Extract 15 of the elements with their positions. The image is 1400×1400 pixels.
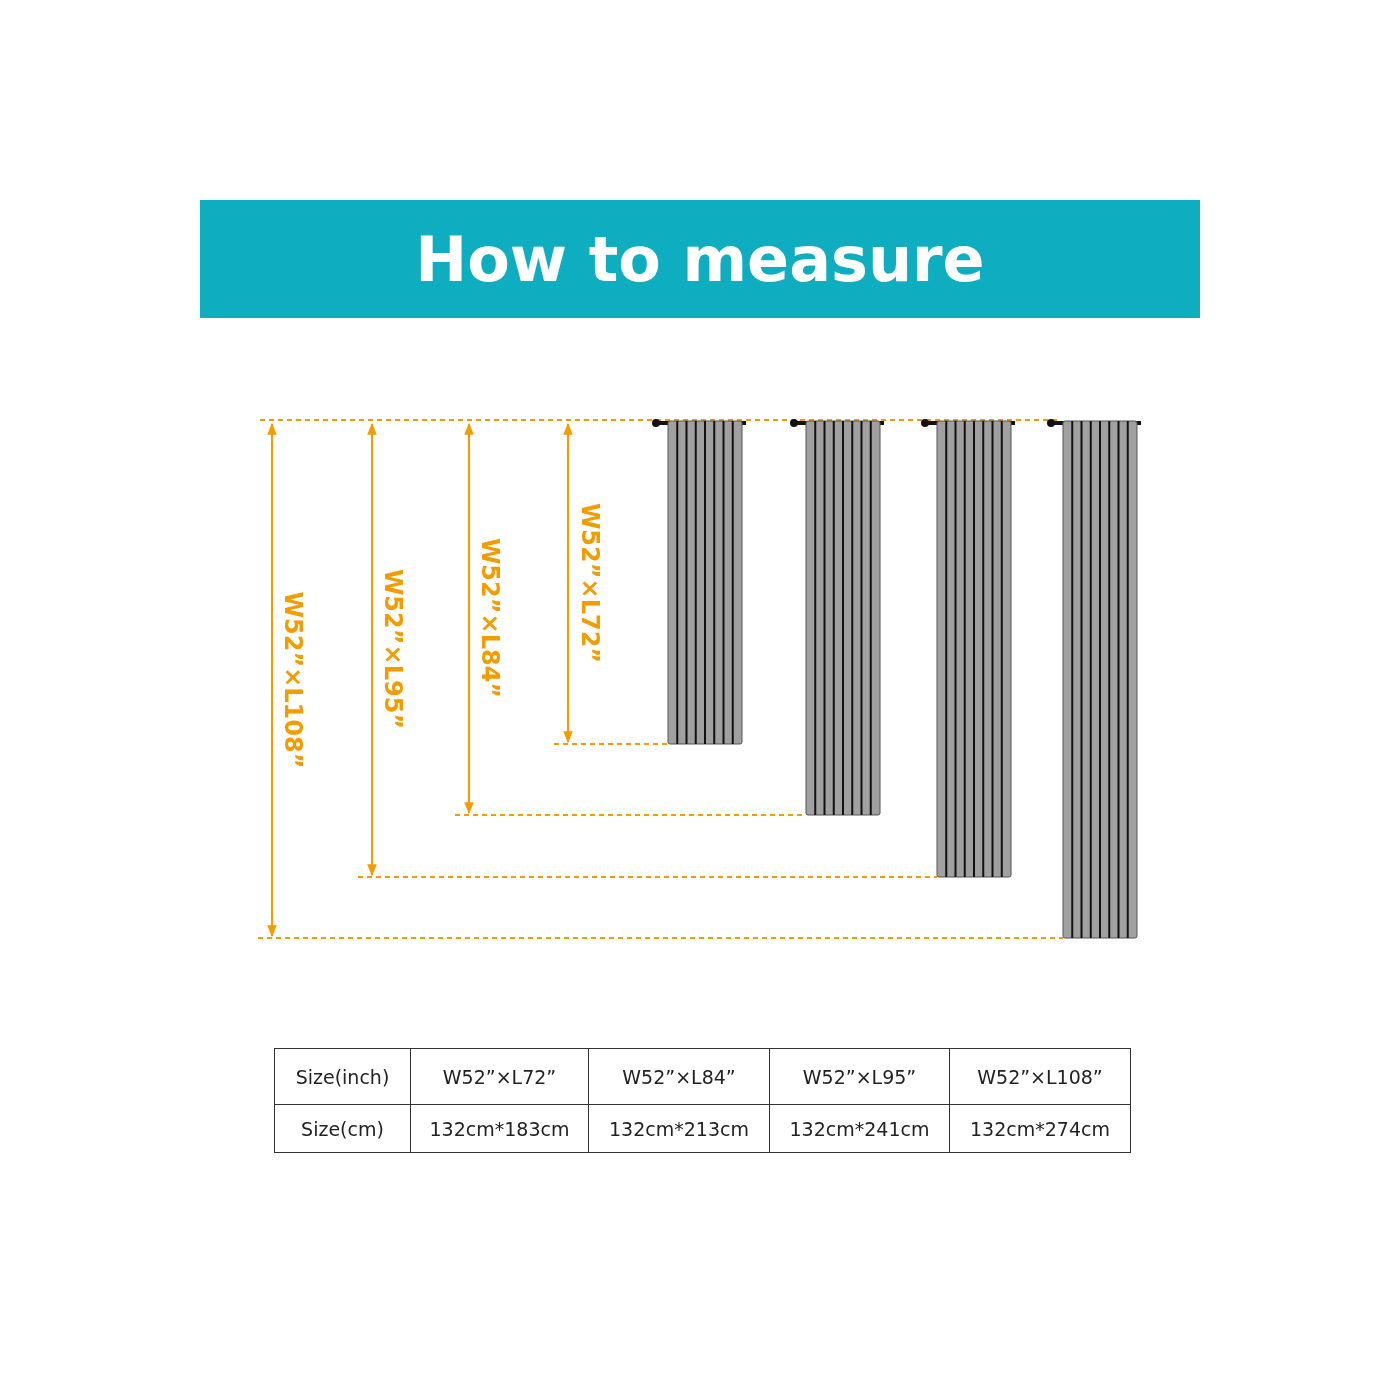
table-cell: W52”×L95” bbox=[769, 1048, 950, 1105]
dimension-label: W52”×L84” bbox=[476, 537, 504, 699]
row-header-cell: Size(inch) bbox=[274, 1048, 411, 1105]
table-cell: W52”×L84” bbox=[588, 1048, 770, 1105]
table-cell: 132cm*213cm bbox=[588, 1104, 770, 1153]
table-cell: W52”×L72” bbox=[410, 1048, 589, 1105]
table-cell: W52”×L108” bbox=[949, 1048, 1131, 1105]
dimension-label: W52”×L95” bbox=[379, 568, 407, 730]
title: How to measure bbox=[415, 222, 985, 296]
dimension-label: W52”×L108” bbox=[279, 591, 307, 768]
table-cell: 132cm*241cm bbox=[769, 1104, 950, 1153]
dimension-label: W52”×L72” bbox=[576, 502, 604, 663]
table-cell: 132cm*183cm bbox=[410, 1104, 589, 1153]
table-cell: 132cm*274cm bbox=[949, 1104, 1131, 1153]
row-header-cell: Size(cm) bbox=[274, 1104, 411, 1153]
